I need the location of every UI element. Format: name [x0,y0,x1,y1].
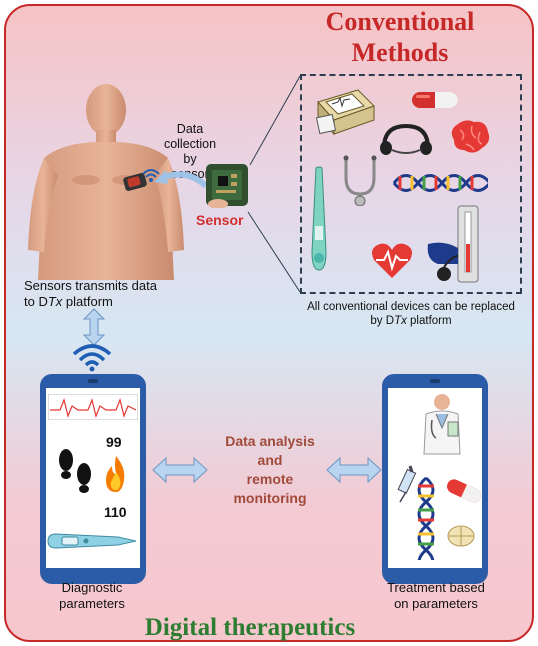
devices-replaced-caption: All conventional devices can be replaced… [307,301,515,327]
digital-therapeutics-title: Digital therapeutics [144,614,356,641]
smartphone-icon [382,374,488,584]
stethoscope-icon [343,155,377,206]
doctor-icon [423,394,461,455]
pill-icon [447,479,481,503]
double-arrow-icon [152,456,208,484]
tablet-icon [447,525,475,547]
thermometer-icon [47,533,137,549]
ecg-machine-icon [315,89,375,136]
ecg-strip-icon [48,394,138,420]
dna-icon [417,476,435,560]
diagnostic-value-bottom: 110 [104,504,127,520]
human-body-icon [28,84,184,280]
treatment-parameters-label: Treatment based on parameters [387,580,485,611]
diagnostic-value-top: 99 [106,434,122,450]
dna-icon [392,174,488,192]
sensor-label: Sensor [196,212,244,228]
double-arrow-icon [326,456,382,484]
blood-pressure-icon [427,205,479,283]
wifi-icon [142,169,160,182]
diagnostic-parameters-label: Diagnostic parameters [59,580,125,611]
syringe-icon [397,465,417,503]
heart-icon [372,243,412,278]
data-flow-arrow-icon [154,170,209,189]
pill-icon [412,92,458,108]
brain-icon [451,120,490,153]
thermometer-icon [311,166,327,271]
fire-icon [106,456,125,492]
conventional-methods-title: Conventional Methods [325,7,475,67]
sensor-chip-icon [206,164,248,208]
wifi-icon [72,344,112,372]
data-analysis-label: Data analysis and remote monitoring [225,433,315,506]
footprints-icon [59,449,91,493]
conventional-devices-box [300,74,522,294]
sensors-transmit-label: Sensors transmits data to DTx platform [24,278,157,309]
headset-icon [380,123,432,155]
